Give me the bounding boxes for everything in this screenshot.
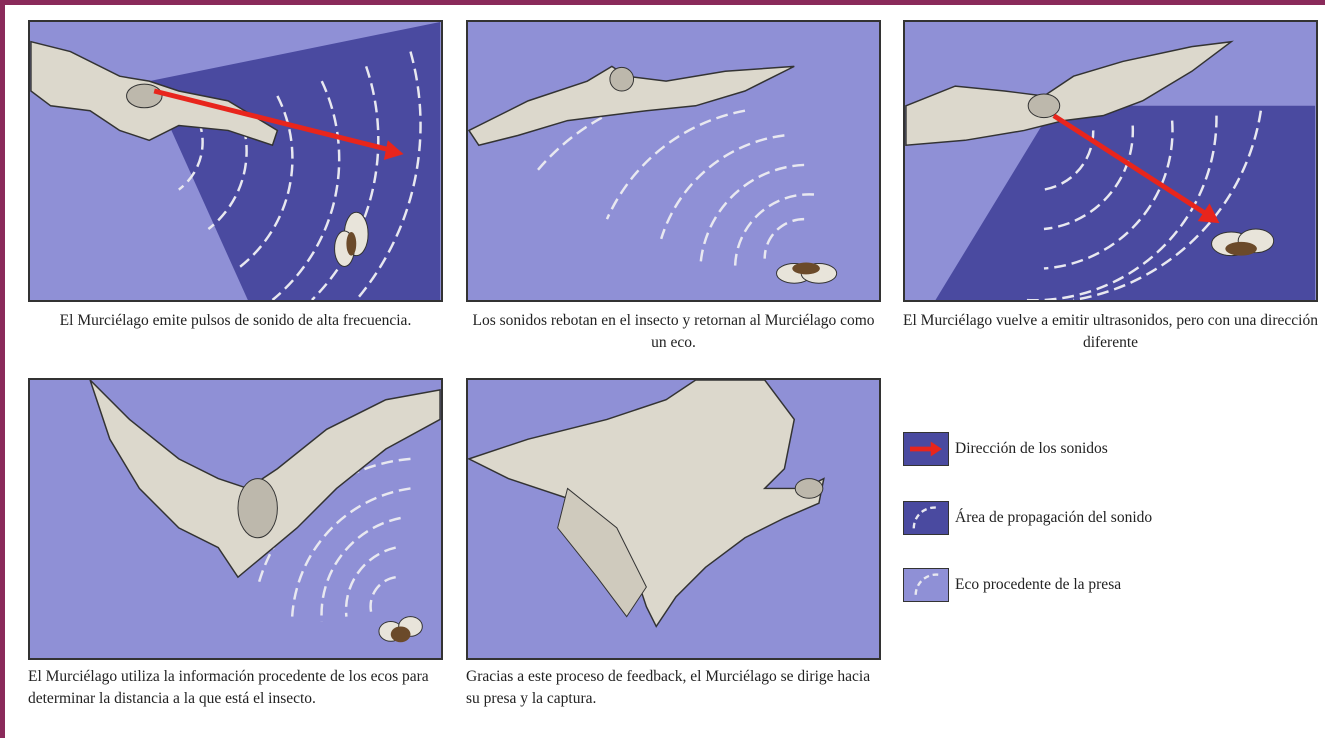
panel-2-illustration (466, 20, 881, 302)
bat-silhouette (469, 66, 794, 145)
panel-1-caption: El Murciélago emite pulsos de sonido de … (28, 310, 443, 332)
legend-label-sound-area: Área de propagación del sonido (955, 509, 1152, 527)
legend-item-direction: Dirección de los sonidos (903, 432, 1108, 466)
legend-item-sound-area: Área de propagación del sonido (903, 501, 1152, 535)
panel-1-illustration (28, 20, 443, 302)
panel-2-svg (468, 22, 879, 300)
sound-area (149, 22, 440, 300)
panel-4-caption: El Murciélago utiliza la información pro… (28, 666, 448, 710)
legend-label-direction: Dirección de los sonidos (955, 440, 1108, 458)
legend-item-echo: Eco procedente de la presa (903, 568, 1121, 602)
panel-5-svg (468, 380, 879, 658)
panel-4-svg (30, 380, 441, 658)
panel-5-caption: Gracias a este proceso de feedback, el M… (466, 666, 886, 710)
moth-silhouette (777, 263, 837, 284)
panel-2-caption: Los sonidos rebotan en el insecto y reto… (466, 310, 881, 354)
echo-icon (903, 568, 949, 602)
frame-top-border (0, 0, 1325, 5)
panel-3-caption: El Murciélago vuelve a emitir ultrasonid… (903, 310, 1318, 354)
frame-left-border (0, 0, 5, 738)
legend-label-echo: Eco procedente de la presa (955, 576, 1121, 594)
bat-silhouette (469, 380, 824, 626)
sound-area-icon (903, 501, 949, 535)
red-arrow-icon (903, 432, 949, 466)
panel-1-svg (30, 22, 441, 300)
panel-3-svg (905, 22, 1316, 300)
bat-silhouette (90, 380, 440, 577)
panel-4-illustration (28, 378, 443, 660)
panel-5-illustration (466, 378, 881, 660)
moth-silhouette (379, 617, 422, 643)
panel-3-illustration (903, 20, 1318, 302)
